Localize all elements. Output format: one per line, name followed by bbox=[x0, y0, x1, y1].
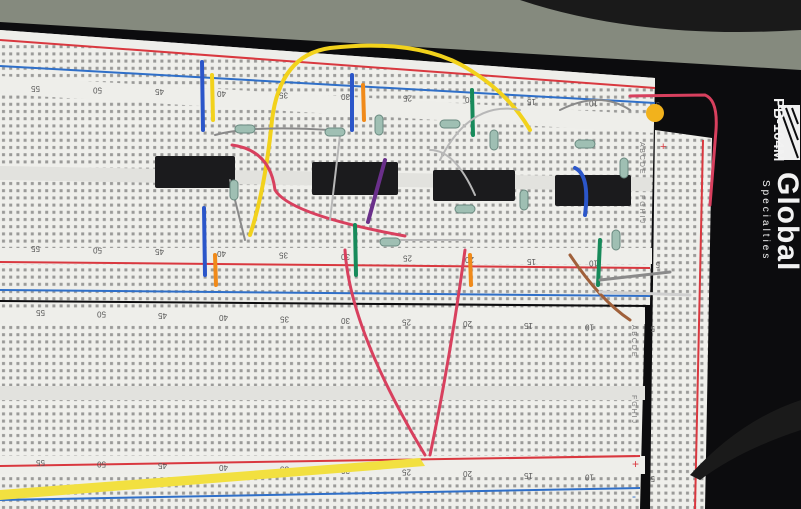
column-number: 40 bbox=[219, 463, 228, 472]
column-number: 50 bbox=[93, 86, 102, 95]
column-number: 45 bbox=[155, 247, 164, 256]
column-number: 25 bbox=[402, 468, 411, 477]
column-number: 10 bbox=[585, 472, 594, 481]
column-number: 25 bbox=[403, 94, 412, 103]
alligator-clip bbox=[690, 400, 801, 480]
brand-name: Global bbox=[771, 172, 801, 272]
capacitor bbox=[646, 104, 664, 122]
column-number: 55 bbox=[31, 84, 40, 93]
column-number: 50 bbox=[97, 460, 106, 469]
column-number: 35 bbox=[279, 90, 288, 99]
row-letters-lower-2: F G H I J bbox=[630, 395, 637, 423]
column-number: 45 bbox=[155, 87, 164, 96]
cable bbox=[520, 0, 801, 32]
column-number: 50 bbox=[93, 246, 102, 255]
row-letters-upper-2: A B C D E bbox=[630, 325, 637, 357]
column-number: 5 bbox=[655, 260, 660, 269]
row-letters-upper: A B C D E bbox=[638, 142, 645, 174]
probe-lead bbox=[0, 458, 425, 500]
column-number: 20 bbox=[463, 319, 472, 328]
column-number: 20 bbox=[463, 469, 472, 478]
resistors bbox=[229, 114, 629, 251]
column-number: 45 bbox=[158, 461, 167, 470]
column-number: 5 bbox=[650, 474, 655, 483]
column-number: 25 bbox=[402, 318, 411, 327]
column-number: 55 bbox=[36, 308, 45, 317]
column-number: 25 bbox=[403, 254, 412, 263]
column-number: 15 bbox=[524, 471, 533, 480]
brand-subtitle: Specialties bbox=[760, 180, 771, 262]
row-letters-lower: F G H I J bbox=[638, 195, 645, 223]
column-number: 50 bbox=[97, 310, 106, 319]
column-number: 5 bbox=[650, 324, 655, 333]
lower-board bbox=[0, 302, 645, 509]
column-number: 15 bbox=[527, 97, 536, 106]
column-number: 15 bbox=[524, 321, 533, 330]
column-number: 55 bbox=[36, 458, 45, 467]
rail-plus: + bbox=[660, 141, 666, 153]
column-number: 40 bbox=[217, 89, 226, 98]
column-number: 30 bbox=[341, 316, 350, 325]
column-number: 35 bbox=[279, 250, 288, 259]
column-number: 40 bbox=[219, 313, 228, 322]
column-number: 55 bbox=[31, 244, 40, 253]
column-number: 10 bbox=[585, 322, 594, 331]
column-number: 20 bbox=[465, 95, 474, 104]
ic-chip bbox=[433, 170, 515, 201]
column-number: 15 bbox=[527, 257, 536, 266]
rail-plus-lower: + bbox=[632, 457, 639, 471]
column-number: 45 bbox=[158, 311, 167, 320]
rail-minus-lower: - bbox=[632, 489, 636, 503]
column-number: 40 bbox=[217, 249, 226, 258]
logo-sunburst-icon bbox=[778, 105, 800, 160]
column-number: 30 bbox=[341, 92, 350, 101]
ic-chip bbox=[155, 156, 235, 188]
column-number: 10 bbox=[589, 98, 598, 107]
jumper-wires bbox=[200, 43, 718, 457]
column-number: 10 bbox=[589, 258, 598, 267]
ic-chip bbox=[555, 175, 631, 206]
column-number: 35 bbox=[280, 314, 289, 323]
model-label: PB-104M bbox=[770, 98, 787, 162]
